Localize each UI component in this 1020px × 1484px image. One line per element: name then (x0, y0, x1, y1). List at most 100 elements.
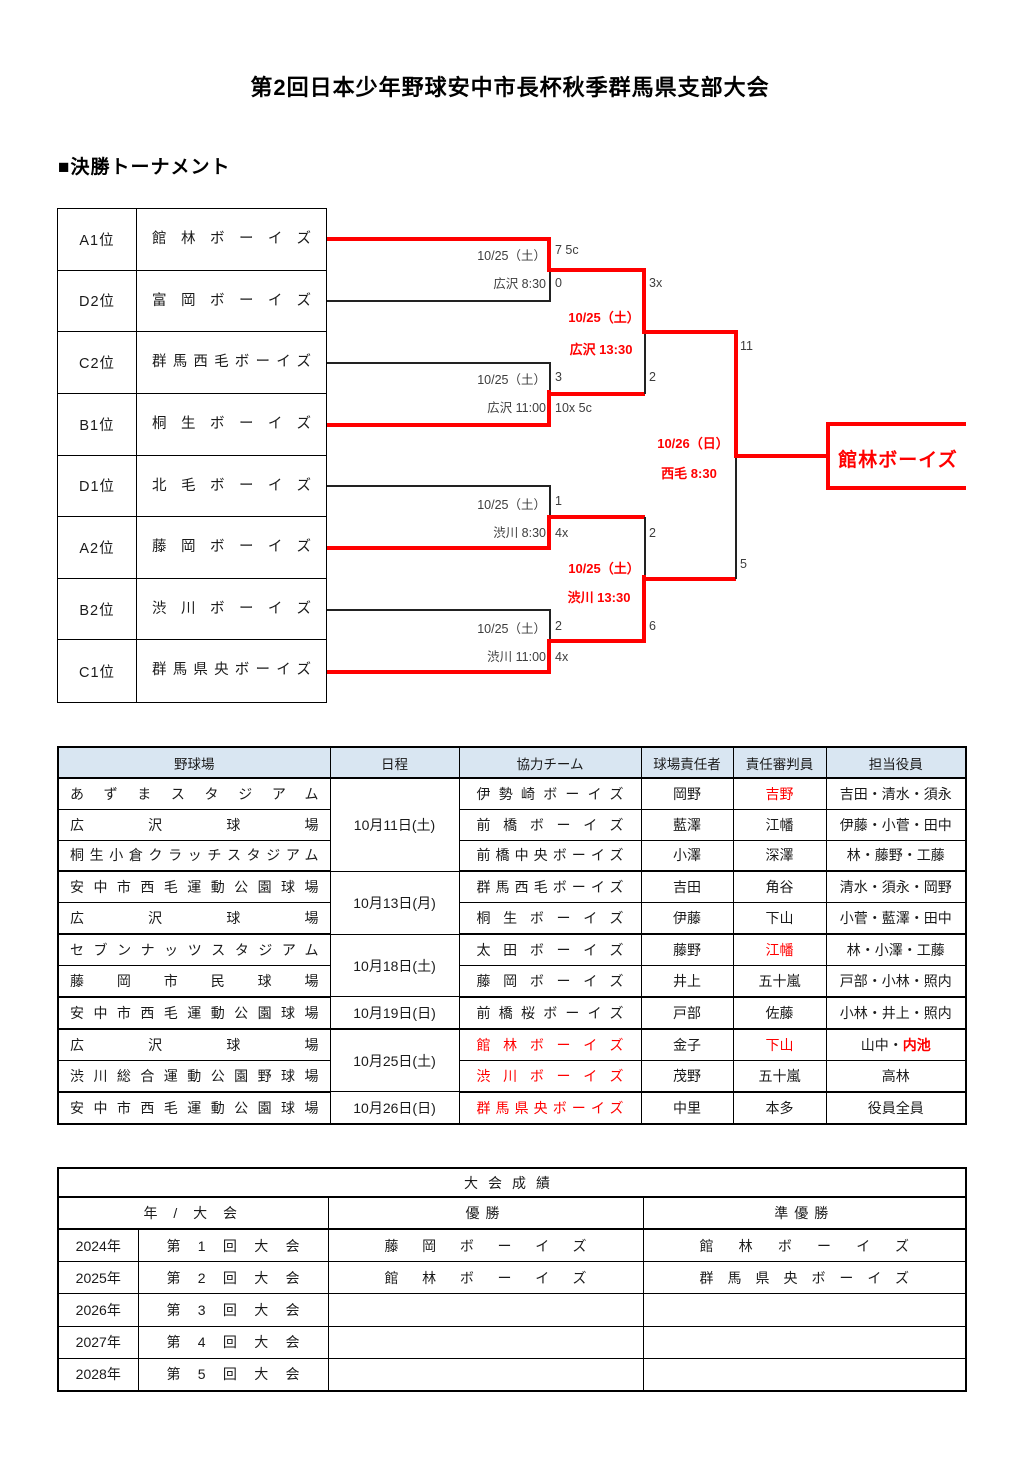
manager-cell: 伊藤 (640, 902, 734, 936)
seed-label: B1位 (58, 393, 137, 456)
park-cell: 広沢球場 (57, 808, 331, 841)
score: 3x (649, 276, 663, 290)
team-cell: 前橋ボーイズ (458, 808, 642, 841)
umpire-cell: 下山 (732, 1028, 827, 1061)
bracket-connector-line (327, 670, 551, 674)
bracket-connector-line (327, 237, 551, 241)
col-header-manager: 球場責任者 (640, 746, 734, 779)
seed-team: 渋川ボーイズ (137, 578, 326, 641)
staff-cell: 高林 (825, 1059, 967, 1093)
schedule-row: 安中市西毛運動公園球場 10月19日(日) 前橋桜ボーイズ 戸部 佐藤 小林・井… (57, 996, 967, 1031)
score: 2 (649, 370, 656, 384)
score: 7 5c (555, 243, 579, 257)
seed-team: 館林ボーイズ (137, 209, 326, 271)
bracket-connector-line (826, 486, 966, 490)
schedule-row: 安中市西毛運動公園球場 10月13日(月) 群馬西毛ボーイズ 吉田 角谷 清水・… (57, 870, 967, 935)
score: 10x 5c (555, 401, 592, 415)
schedule-row: 広沢球場 前橋ボーイズ 藍澤 江幡 伊藤・小菅・田中 (57, 808, 967, 841)
manager-cell: 藤野 (640, 933, 734, 967)
bracket-connector-line (327, 300, 551, 302)
umpire-cell: 五十嵐 (732, 965, 827, 998)
staff-cell: 林・藤野・工藤 (825, 839, 967, 873)
match-date-label: 10/25（土） (477, 498, 546, 512)
bracket-connector-line (642, 268, 646, 334)
results-header-row: 年 / 大 会 優勝 準優勝 (57, 1196, 967, 1230)
bracket-connector-line (642, 575, 646, 643)
year-cell: 2028年 (57, 1357, 139, 1392)
winner-cell: 館林ボーイズ (327, 1261, 644, 1295)
schedule-row: 広沢球場 10月25日(土) 館林ボーイズ 金子 下山 山中・内池 (57, 1028, 967, 1093)
runnerup-cell: 群馬県央ボーイズ (642, 1261, 967, 1295)
bracket-connector-line (547, 390, 551, 427)
team-cell: 群馬県央ボーイズ (458, 1091, 642, 1125)
schedule-row: あずまスタジアム 10月11日(土) 伊勢崎ボーイズ 岡野 吉野 吉田・清水・須… (57, 777, 967, 872)
seed-label: C1位 (58, 640, 137, 702)
score: 4x (555, 526, 569, 540)
schedule-row: 渋川総合運動公園野球場 渋川ボーイズ 茂野 五十嵐 高林 (57, 1059, 967, 1093)
bracket-section-title: ■決勝トーナメント (58, 157, 231, 178)
manager-cell: 金子 (640, 1028, 734, 1061)
manager-cell: 吉田 (640, 870, 734, 904)
champion-name: 館林ボーイズ (838, 450, 958, 471)
col-header-winner: 優勝 (327, 1196, 644, 1230)
bracket-connector-line (327, 362, 551, 364)
bracket-connector-line (327, 609, 551, 611)
winner-cell (327, 1357, 644, 1392)
bracket-connector-line (826, 422, 966, 426)
team-cell: 太田ボーイズ (458, 933, 642, 967)
bracket-connector-line (642, 577, 736, 581)
match-venue-label: 渋川 8:30 (493, 526, 546, 540)
semifinal-venue-label: 渋川 13:30 (567, 590, 631, 605)
score: 1 (555, 494, 562, 508)
seed-team: 桐生ボーイズ (137, 393, 326, 456)
manager-cell: 岡野 (640, 777, 734, 810)
manager-cell: 小澤 (640, 839, 734, 873)
park-cell: 広沢球場 (57, 1028, 331, 1061)
staff-name: 山中・ (860, 1036, 903, 1053)
event-cell: 第1回大会 (137, 1228, 329, 1263)
team-cell: 前橋中央ボーイズ (458, 839, 642, 873)
seed-team: 北毛ボーイズ (137, 455, 326, 518)
event-cell: 第3回大会 (137, 1293, 329, 1327)
score: 0 (555, 276, 562, 290)
event-cell: 第2回大会 (137, 1261, 329, 1295)
umpire-cell: 角谷 (732, 870, 827, 904)
staff-cell: 林・小澤・工藤 (825, 933, 967, 967)
event-cell: 第5回大会 (137, 1357, 329, 1392)
team-cell: 群馬西毛ボーイズ (458, 870, 642, 904)
manager-cell: 藍澤 (640, 808, 734, 841)
score: 11 (740, 339, 753, 353)
staff-cell: 伊藤・小菅・田中 (825, 808, 967, 841)
staff-cell: 山中・内池 (825, 1028, 967, 1061)
runnerup-cell (642, 1325, 967, 1359)
schedule-row: 広沢球場 桐生ボーイズ 伊藤 下山 小菅・藍澤・田中 (57, 902, 967, 936)
year-cell: 2026年 (57, 1293, 139, 1327)
seed-label: D2位 (58, 270, 137, 333)
seed-label: C2位 (58, 332, 137, 394)
umpire-cell: 本多 (732, 1091, 827, 1125)
results-table: 大会成績 年 / 大 会 優勝 準優勝 2024年 第1回大会 藤岡ボーイズ 館… (57, 1167, 967, 1392)
col-header-team: 協力チーム (458, 746, 642, 779)
winner-cell: 藤岡ボーイズ (327, 1228, 644, 1263)
semifinal-date-label: 10/25（土） (568, 310, 640, 325)
match-date-label: 10/25（土） (477, 249, 546, 263)
schedule-header-row: 野球場 日程 協力チーム 球場責任者 責任審判員 担当役員 (57, 746, 967, 779)
team-cell: 伊勢崎ボーイズ (458, 777, 642, 810)
staff-cell: 清水・須永・岡野 (825, 870, 967, 904)
date-cell: 10月18日(土) (329, 933, 460, 998)
staff-cell: 小林・井上・照内 (825, 996, 967, 1031)
col-header-date: 日程 (329, 746, 460, 779)
manager-cell: 中里 (640, 1091, 734, 1125)
umpire-cell: 江幡 (732, 933, 827, 967)
winner-cell (327, 1293, 644, 1327)
semifinal-date-label: 10/25（土） (568, 561, 640, 576)
staff-cell: 小菅・藍澤・田中 (825, 902, 967, 936)
manager-cell: 戸部 (640, 996, 734, 1031)
seed-label: A2位 (58, 517, 137, 579)
bracket-connector-line (734, 454, 828, 458)
date-cell: 10月13日(月) (329, 870, 460, 935)
score: 4x (555, 650, 569, 664)
umpire-cell: 江幡 (732, 808, 827, 841)
schedule-row: セブンナッツスタジアム 10月18日(土) 太田ボーイズ 藤野 江幡 林・小澤・… (57, 933, 967, 998)
col-header-runner-up: 準優勝 (642, 1196, 967, 1230)
